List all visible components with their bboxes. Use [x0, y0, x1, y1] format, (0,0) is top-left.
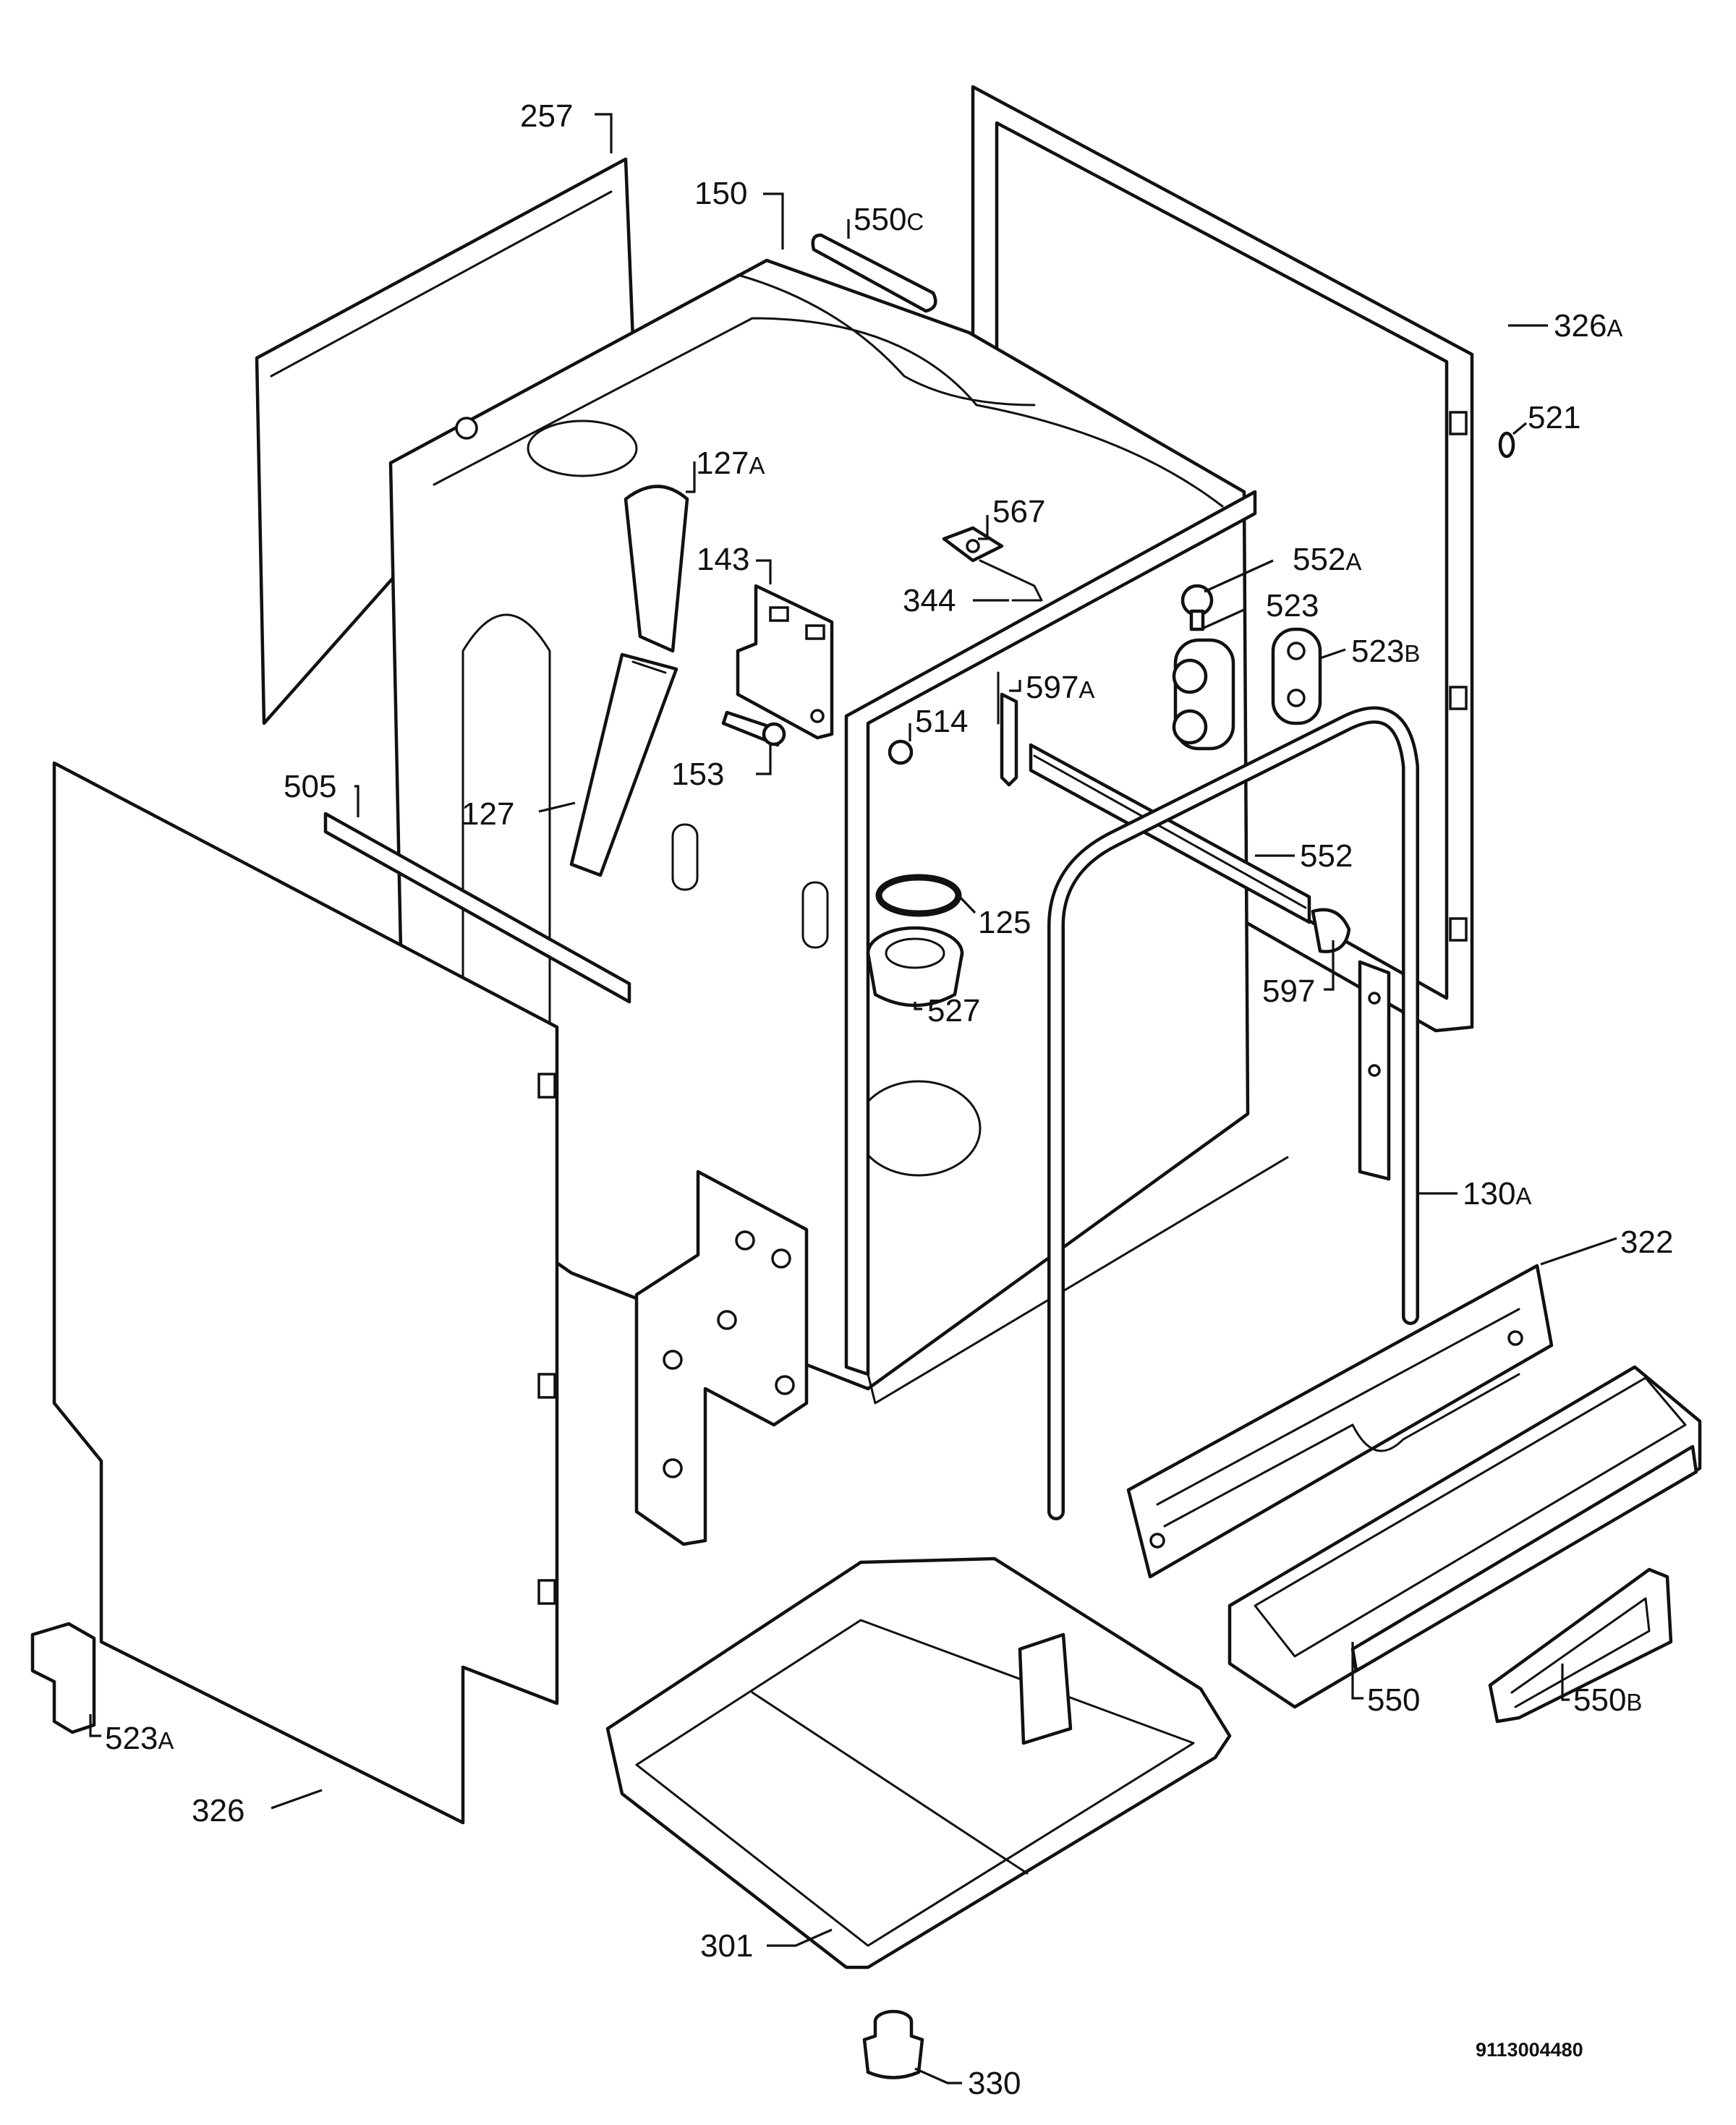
label-301: 301 [700, 1928, 753, 1964]
clip-521 [1498, 431, 1515, 459]
label-552: 552 [1300, 838, 1353, 874]
hinge-523a [30, 1622, 96, 1734]
leader-521 [1512, 422, 1528, 435]
leader-125 [957, 894, 977, 914]
leader-326 [271, 1789, 323, 1810]
tub-front-frame [844, 490, 1257, 1376]
leader-523a [89, 1714, 101, 1737]
spring-344 [979, 559, 1043, 602]
clip-567 [942, 526, 1004, 563]
leader-322 [1540, 1237, 1617, 1266]
label-521: 521 [1528, 400, 1580, 435]
label-597: 597 [1262, 974, 1315, 1009]
label-597a: 597A [1026, 670, 1094, 705]
label-326: 326 [192, 1793, 244, 1828]
leader-550 [1351, 1642, 1363, 1700]
leader-150 [763, 192, 784, 250]
label-344: 344 [903, 583, 956, 618]
label-257: 257 [520, 98, 573, 134]
leader-153 [756, 745, 772, 775]
leader-527 [914, 1002, 922, 1010]
clip-550b [1488, 1567, 1673, 1724]
parts-drawing [30, 85, 1702, 2079]
label-130a: 130A [1463, 1176, 1531, 1211]
label-505: 505 [284, 769, 336, 804]
leader-301 [767, 1928, 833, 1947]
leader-lines [89, 113, 1617, 2084]
leader-127a [686, 461, 696, 493]
leader-552a [1204, 559, 1274, 593]
label-125: 125 [978, 905, 1031, 940]
foot-330 [862, 2009, 924, 2079]
rail-552 [1029, 743, 1311, 924]
label-552a: 552A [1293, 542, 1361, 577]
leader-505 [354, 785, 359, 817]
leader-523b [1319, 648, 1346, 660]
door-panel-326 [52, 761, 559, 1825]
part-514 [888, 739, 914, 765]
label-550: 550 [1367, 1682, 1420, 1718]
document-number: 9113004480 [1476, 2039, 1583, 2061]
label-330: 330 [968, 2066, 1021, 2101]
leader-127 [538, 801, 576, 813]
leader-330 [914, 2067, 962, 2084]
label-153: 153 [671, 757, 724, 792]
duct-127 [569, 652, 678, 877]
label-523a: 523A [105, 1721, 174, 1756]
ring-125 [875, 874, 962, 917]
label-567: 567 [992, 494, 1045, 529]
end-cap-597 [1311, 908, 1351, 953]
label-550c: 550C [854, 202, 924, 237]
kick-panel-322 [1126, 1264, 1554, 1579]
label-550b: 550B [1573, 1682, 1642, 1718]
hose-550c [811, 233, 937, 313]
leader-523 [1200, 608, 1245, 631]
label-326a: 326A [1554, 308, 1622, 344]
leader-597a [1009, 680, 1021, 692]
label-322: 322 [1620, 1225, 1673, 1260]
pipe-127a [624, 485, 689, 653]
screw-153 [721, 710, 786, 747]
label-127: 127 [461, 796, 514, 832]
label-514: 514 [915, 704, 968, 739]
base-301 [605, 1557, 1232, 1969]
label-527: 527 [927, 993, 980, 1029]
label-150: 150 [694, 176, 747, 211]
leader-257 [595, 113, 613, 153]
label-143: 143 [697, 542, 749, 577]
label-523b: 523B [1351, 634, 1420, 669]
connector-523 [1172, 638, 1235, 751]
leader-597 [1324, 940, 1335, 991]
tub-150 [388, 258, 1289, 1405]
gasket-523b [1271, 627, 1322, 725]
label-523: 523 [1266, 588, 1319, 623]
door-seal-130a [1047, 706, 1419, 1520]
leader-550b [1561, 1664, 1570, 1701]
tray-550 [1227, 1365, 1702, 1709]
leader-567 [978, 515, 989, 540]
label-127a: 127A [696, 446, 765, 481]
plug-552a [1180, 584, 1214, 631]
leader-143 [756, 559, 772, 584]
bracket-143 [736, 584, 834, 740]
hinge-bracket [634, 1170, 809, 1546]
part-597a [1000, 692, 1018, 787]
part-labels: 257 150 550C 326A 521 127A 567 143 344 5… [105, 98, 1673, 2101]
side-bracket [1358, 960, 1391, 1181]
strip-505 [323, 812, 631, 1004]
